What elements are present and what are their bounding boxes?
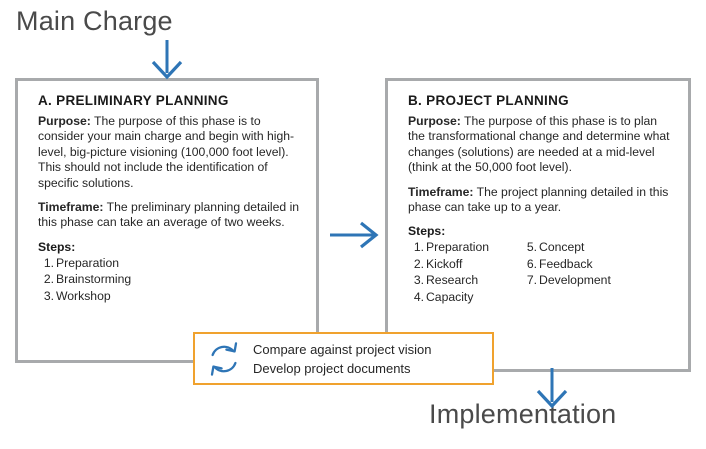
callout-line-2: Develop project documents [253, 360, 411, 376]
list-item: 5.Concept [521, 239, 611, 256]
phase-b-purpose-text: The purpose of this phase is to plan the… [408, 114, 670, 175]
implementation-title: Implementation [429, 399, 617, 429]
phase-b-purpose: Purpose: The purpose of this phase is to… [408, 114, 674, 176]
step-label: Research [426, 273, 479, 288]
list-item: 3.Research [408, 272, 489, 289]
phase-b-timeframe-text: The project planning detailed in this ph… [408, 184, 669, 215]
list-item: 6.Feedback [521, 256, 611, 273]
step-number: 6. [526, 256, 538, 271]
arrow-down-icon [145, 40, 189, 85]
arrow-right-icon [330, 218, 380, 257]
callout-text-block: Compare against project vision Develop p… [245, 340, 431, 378]
arrow-down-icon [530, 368, 574, 415]
step-label: Kickoff [426, 256, 463, 271]
phase-b-steps-label: Steps: [408, 224, 446, 239]
phase-a-timeframe: Timeframe: The preliminary planning deta… [38, 200, 302, 231]
step-number: 1. [43, 255, 54, 270]
list-item: 2.Brainstorming [38, 271, 302, 288]
step-label: Preparation [56, 255, 120, 270]
step-number: 3. [43, 288, 54, 303]
step-label: Workshop [56, 288, 111, 303]
phase-a-purpose: Purpose: The purpose of this phase is to… [38, 114, 302, 191]
phase-b-steps-list-right: 5.Concept 6.Feedback 7.Development [513, 239, 611, 305]
step-number: 5. [526, 240, 538, 255]
phase-a-purpose-label: Purpose: [38, 114, 91, 128]
list-item: 1.Preparation [408, 239, 489, 256]
phase-a-heading: A. PRELIMINARY PLANNING [38, 93, 229, 108]
step-label: Capacity [426, 289, 474, 304]
phase-b-purpose-label: Purpose: [408, 114, 461, 128]
list-item: 1.Preparation [38, 255, 302, 272]
phase-box-project-planning: B. PROJECT PLANNING Purpose: The purpose… [385, 78, 691, 372]
sync-callout-box: Compare against project vision Develop p… [193, 332, 494, 385]
phase-a-steps-label: Steps: [38, 239, 76, 254]
step-number: 7. [526, 273, 538, 288]
step-number: 3. [413, 273, 424, 288]
sync-refresh-icon [203, 338, 245, 380]
phase-b-steps-list-left: 1.Preparation 2.Kickoff 3.Research 4.Cap… [408, 239, 489, 305]
step-label: Concept [539, 240, 585, 255]
main-charge-title: Main Charge [16, 6, 173, 36]
phase-a-timeframe-text: The preliminary planning detailed in thi… [38, 200, 300, 230]
step-label: Feedback [539, 256, 593, 271]
phase-b-steps-columns: 1.Preparation 2.Kickoff 3.Research 4.Cap… [408, 239, 674, 305]
phase-b-timeframe-label: Timeframe: [408, 184, 474, 199]
list-item: 2.Kickoff [408, 256, 489, 273]
step-number: 2. [43, 272, 54, 287]
list-item: 3.Workshop [38, 288, 302, 305]
phase-box-preliminary-planning: A. PRELIMINARY PLANNING Purpose: The pur… [15, 78, 319, 363]
step-label: Brainstorming [56, 272, 132, 287]
step-number: 2. [413, 256, 424, 271]
list-item: 4.Capacity [408, 289, 489, 306]
phase-a-steps-list: 1.Preparation 2.Brainstorming 3.Workshop [38, 255, 302, 305]
step-label: Development [539, 273, 611, 288]
phase-a-purpose-text: The purpose of this phase is to consider… [38, 114, 295, 190]
step-number: 1. [413, 240, 424, 255]
phase-b-heading: B. PROJECT PLANNING [408, 93, 569, 108]
step-number: 4. [413, 289, 424, 304]
callout-line-1: Compare against project vision [253, 341, 432, 357]
list-item: 7.Development [521, 272, 611, 289]
phase-a-timeframe-label: Timeframe: [38, 200, 104, 215]
phase-b-timeframe: Timeframe: The project planning detailed… [408, 185, 674, 216]
step-label: Preparation [426, 240, 490, 255]
